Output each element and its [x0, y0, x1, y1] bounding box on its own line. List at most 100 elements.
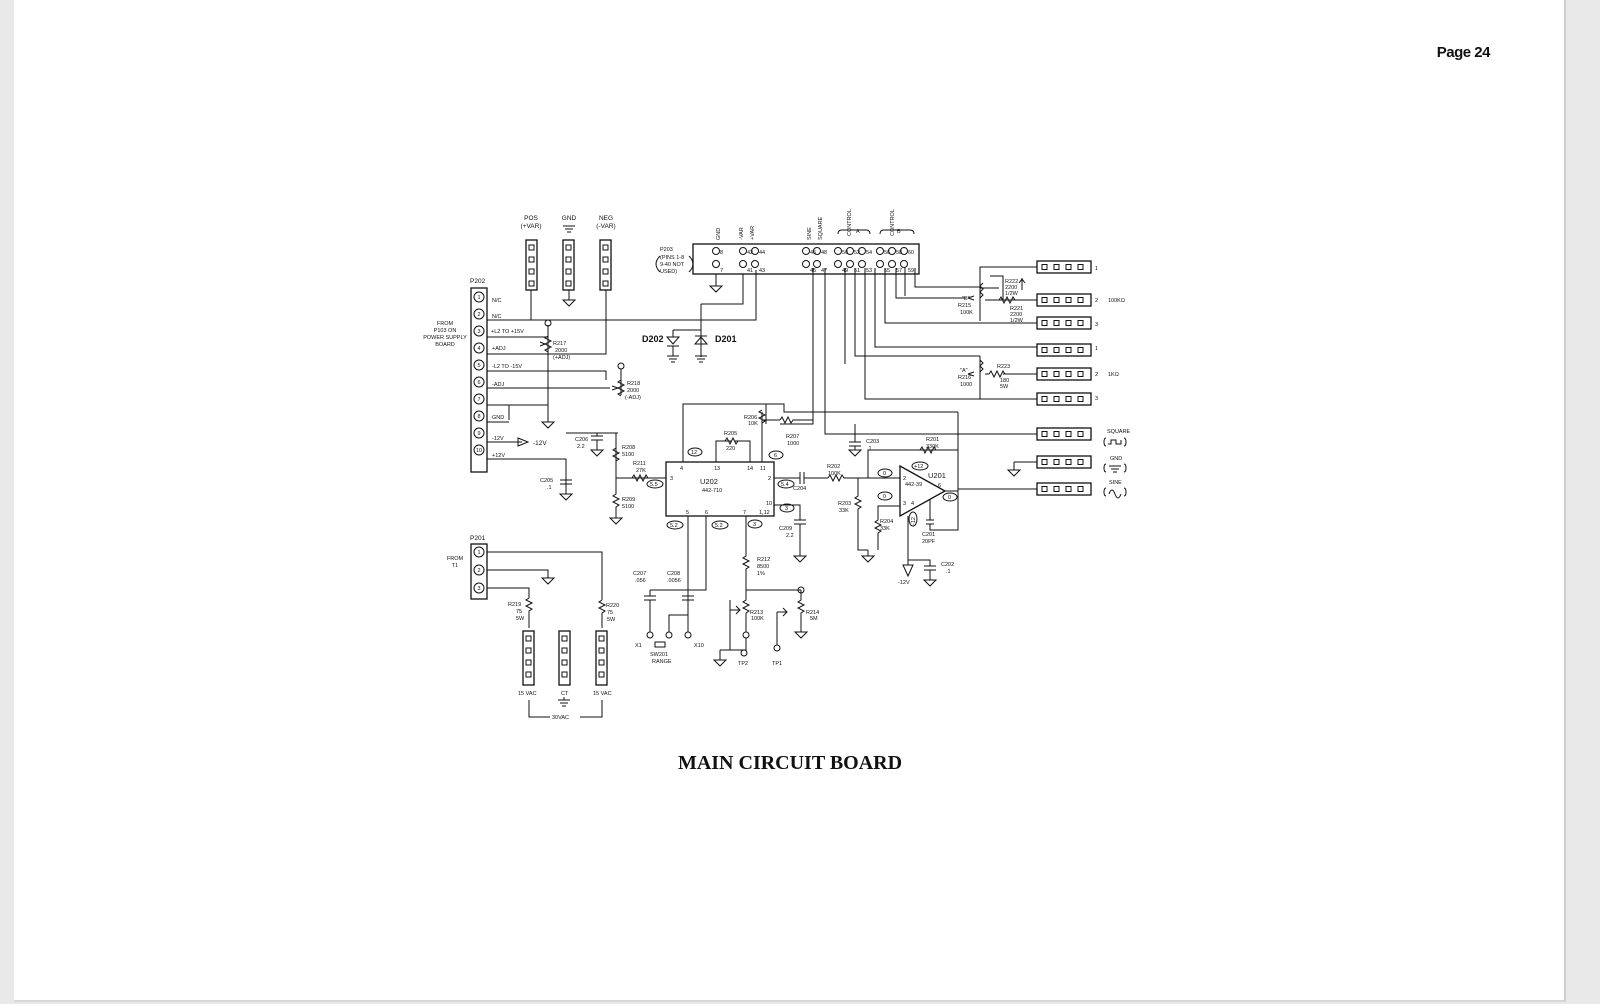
p202-pin-7	[473, 393, 485, 405]
r201-value: 330K	[926, 444, 939, 450]
r217-note: (+ADJ)	[553, 355, 570, 361]
control-wiring: R222 2200 1/2W "B" R215 100K R221 2200 1…	[780, 266, 1037, 490]
r204-value: 33K	[880, 526, 890, 532]
terminal-cell	[525, 659, 532, 666]
u201-output-voltage: 0	[948, 495, 951, 501]
p202-pin-10	[473, 444, 485, 456]
ac-total-label: 30VAC	[552, 715, 569, 721]
r218-value: 2000	[627, 388, 639, 394]
p203-pin-bottom	[900, 260, 908, 268]
p203-pin-top	[834, 247, 842, 255]
p203-pin-bottom	[739, 260, 747, 268]
r221-value: 2200	[1010, 312, 1022, 318]
svg-text:3: 3	[903, 501, 906, 507]
p202-pin-8	[473, 410, 485, 422]
p202-pin6-label: -ADJ	[492, 382, 504, 388]
c202-value: .1	[946, 569, 951, 575]
r203-ref: R203	[838, 501, 851, 507]
p202-source-3: POWER SUPPLY	[423, 335, 467, 341]
c206-ref: C206	[575, 437, 588, 443]
p202-pin-9	[473, 427, 485, 439]
p203-bottom-pin-number: 53	[866, 268, 872, 274]
figure-caption: MAIN CIRCUIT BOARD	[677, 752, 903, 774]
row2-label: 2	[1095, 298, 1098, 304]
r220-ref: R220	[606, 603, 619, 609]
p203-top-pin-number: 54	[866, 250, 872, 256]
p201-pin-number: 1	[477, 550, 480, 556]
r202-value: 100K	[828, 471, 841, 477]
tp1-label: TP1	[772, 661, 782, 667]
terminal-cell	[528, 268, 535, 275]
c208-value: .0056	[667, 578, 681, 584]
u201-ref: U201	[928, 471, 946, 480]
p202-title: P202	[470, 278, 486, 285]
terminal-cell	[565, 280, 572, 287]
c205-value: .1	[547, 485, 552, 491]
p202-pin8-label: GND	[492, 415, 504, 421]
c208-ref: C208	[667, 571, 680, 577]
terminal-cell	[561, 659, 568, 666]
svg-text:10: 10	[766, 501, 772, 507]
p203-pin-top	[751, 247, 759, 255]
terminal-cell	[565, 244, 572, 251]
p203-pin-top	[888, 247, 896, 255]
r205-ref: R205	[724, 431, 737, 437]
row1-label: 1	[1095, 266, 1098, 272]
r206-value: 10K	[748, 421, 758, 427]
c204-ref: C204	[793, 486, 806, 492]
u201-section: C204 R202 100K C203 .1 R203 33K R204 33K…	[774, 424, 959, 587]
p203-note-3: 9-40 NOT	[660, 262, 685, 268]
minus-12v-label: -12V	[533, 440, 547, 447]
terminal-cell	[602, 268, 609, 275]
terminal-cell	[598, 659, 605, 666]
r223-value: 180	[1000, 378, 1009, 384]
terminal-cell	[1053, 320, 1060, 326]
p202-pin-number: 7	[477, 397, 480, 403]
terminal-cell	[1053, 486, 1060, 492]
terminal-cell	[561, 671, 568, 678]
p201-source-2: T1	[452, 563, 458, 569]
svg-text:1,12: 1,12	[759, 510, 770, 516]
r208-value: 5100	[622, 452, 634, 458]
c209-ref: C209	[779, 526, 792, 532]
terminal-cell	[561, 647, 568, 654]
terminal-cell	[561, 635, 568, 642]
u202-timing-network: C207 .056 C208 .0056 SW201 RANGE X1 X10 …	[633, 504, 819, 667]
p203-pin-top	[813, 247, 821, 255]
r217-value: 2000	[555, 348, 567, 354]
p202-pin-number: 8	[477, 414, 480, 420]
terminal-cell	[1053, 297, 1060, 303]
u202-pin3-voltage: 5.5	[650, 482, 658, 488]
terminal-cell	[598, 671, 605, 678]
p202-source-4: BOARD	[435, 342, 455, 348]
c209-value: 2.2	[786, 533, 794, 539]
p203-top-pin-number: 52	[854, 250, 860, 256]
p203-pin-bottom	[876, 260, 884, 268]
c203-value: .1	[867, 446, 872, 452]
r218-note: (-ADJ)	[625, 395, 641, 401]
r220-value: 75	[607, 610, 613, 616]
p203-top-pin-number: 44	[759, 250, 765, 256]
p202-pin-number: 2	[477, 312, 480, 318]
p201-pin-number: 2	[477, 568, 480, 574]
p202-pin10-label: +12V	[492, 453, 505, 459]
p203-pin-top	[876, 247, 884, 255]
p202-pin-number: 9	[477, 431, 480, 437]
r213-ref: R213	[750, 610, 763, 616]
p202-pin-2	[473, 308, 485, 320]
row4-label: 1	[1095, 346, 1098, 352]
r209-value: 5100	[622, 504, 634, 510]
terminal-cell	[565, 268, 572, 275]
r204-ref: R204	[880, 519, 893, 525]
p202-pin-number: 3	[477, 329, 480, 335]
neg-sub-label: (-VAR)	[596, 223, 615, 230]
p202-pin5-label: -L2 TO -15V	[492, 364, 522, 370]
r201-ref: R201	[926, 437, 939, 443]
u202-pin12-voltage: 3	[785, 506, 788, 512]
p201-pin-number: 3	[477, 586, 480, 592]
p203-gnd-label: GND	[716, 228, 722, 240]
r215-value: 100K	[960, 310, 973, 316]
